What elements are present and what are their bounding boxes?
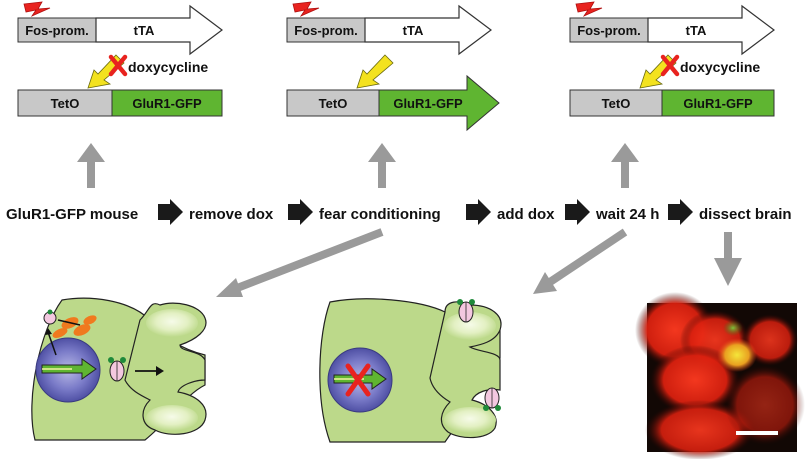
receptor-icon <box>457 299 475 323</box>
fos-promoter-box <box>569 17 649 43</box>
fos-promoter-label: Fos-prom. <box>294 23 358 38</box>
construct-panel-3: Fos-prom. tTA doxycycline TetO GluR1-GFP <box>569 1 775 117</box>
receptor-icon <box>108 357 126 382</box>
neuron-silenced <box>319 298 502 443</box>
lightning-bolt-icon <box>23 1 51 17</box>
blocked-x-icon <box>660 54 680 77</box>
up-arrow-1 <box>77 143 105 188</box>
step-arrow-1 <box>158 199 183 225</box>
gene-label: GluR1-GFP <box>132 96 202 111</box>
tta-binding-arrow <box>356 54 394 89</box>
teto-box <box>569 89 663 117</box>
step-arrow-4 <box>565 199 590 225</box>
vesicle-icon <box>43 309 57 325</box>
doxycycline-arrow <box>87 54 125 89</box>
tta-arrow <box>647 4 775 56</box>
up-arrow-3 <box>611 143 639 188</box>
lightning-bolt-icon <box>575 1 603 17</box>
receptor-icon <box>483 387 501 411</box>
gene-label: GluR1-GFP <box>393 96 463 111</box>
fos-promoter-label: Fos-prom. <box>25 23 89 38</box>
step-arrow-3 <box>466 199 491 225</box>
spine-bottom <box>146 405 198 431</box>
teto-box <box>17 89 113 117</box>
up-arrow-2 <box>368 143 396 188</box>
step-fear-conditioning: fear conditioning <box>319 206 441 223</box>
tta-arrow <box>95 4 223 56</box>
doxycycline-arrow <box>639 54 677 89</box>
fos-promoter-box <box>286 17 366 43</box>
gene-box <box>661 89 775 117</box>
gene-expressed-arrow <box>378 74 500 132</box>
lightning-bolt-icon <box>292 1 320 17</box>
teto-label: TetO <box>319 96 348 111</box>
trafficking-arrow <box>57 319 81 326</box>
construct-panel-1: Fos-prom. tTA doxycycline TetO GluR1-GFP <box>17 1 223 117</box>
step-wait: wait 24 h <box>595 206 659 223</box>
tta-label: tTA <box>403 23 424 38</box>
gene-label: GluR1-GFP <box>683 96 753 111</box>
construct-panel-2: Fos-prom. tTA TetO GluR1-GFP <box>286 1 500 132</box>
spine-bottom <box>444 407 496 433</box>
teto-label: TetO <box>51 96 80 111</box>
step-dissect-brain: dissect brain <box>699 206 792 223</box>
workflow: GluR1-GFP mouse remove dox fear conditio… <box>6 199 792 225</box>
gene-box <box>111 89 223 117</box>
trafficking-arrow <box>47 331 57 356</box>
golgi-icon <box>52 315 97 338</box>
doxycycline-label: doxycycline <box>128 59 208 75</box>
tta-label: tTA <box>134 23 155 38</box>
spine-top <box>146 309 198 337</box>
blocked-x-icon <box>108 54 128 77</box>
step-arrow-5 <box>668 199 693 225</box>
up-arrows <box>77 143 639 188</box>
teto-label: TetO <box>602 96 631 111</box>
step-add-dox: add dox <box>497 206 555 223</box>
arrow-to-micrograph <box>714 232 742 286</box>
step-arrow-2 <box>288 199 313 225</box>
tta-label: tTA <box>686 23 707 38</box>
tta-arrow <box>364 4 492 56</box>
micrograph <box>635 292 805 459</box>
fos-promoter-label: Fos-prom. <box>577 23 641 38</box>
arrow-to-neuron-2 <box>533 228 628 294</box>
step-remove-dox: remove dox <box>189 206 274 223</box>
spine-top <box>444 312 496 340</box>
doxycycline-label: doxycycline <box>680 59 760 75</box>
arrow-to-neuron-1 <box>216 228 384 297</box>
down-arrows <box>216 228 742 297</box>
step-mouse: GluR1-GFP mouse <box>6 206 138 223</box>
neuron-expressing <box>31 297 207 441</box>
fos-promoter-box <box>17 17 97 43</box>
dendrite <box>124 302 207 435</box>
blocked-x-icon <box>345 363 371 397</box>
scale-bar <box>736 431 778 435</box>
